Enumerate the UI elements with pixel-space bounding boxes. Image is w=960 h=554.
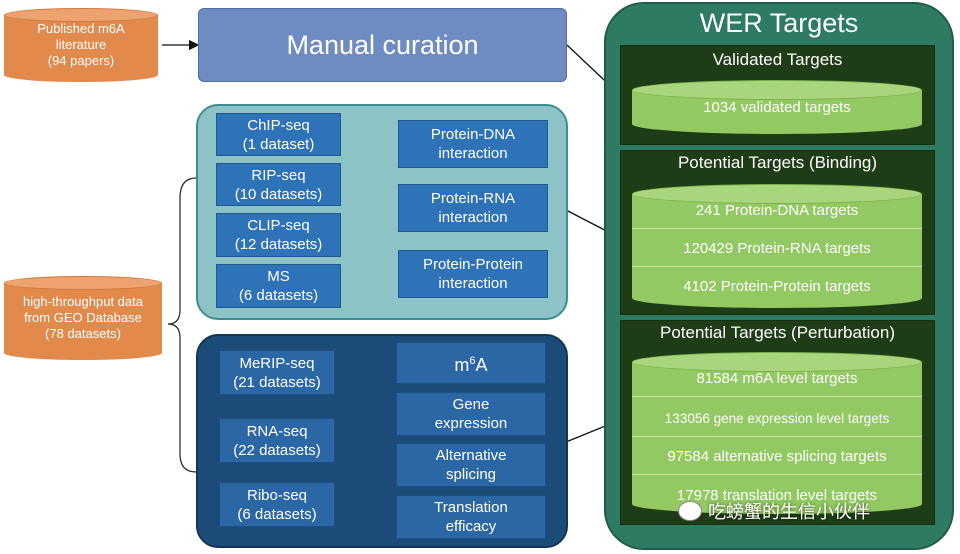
riboseq-label: Ribo-seq (6 datasets) xyxy=(237,486,317,523)
protein-rna-label: Protein-RNA interaction xyxy=(430,190,516,226)
alternative-splicing-targets: 97584 alternative splicing targets xyxy=(667,447,887,465)
binding-section-title: Potential Targets (Binding) xyxy=(677,153,878,172)
ms-dataset-box: MS (6 datasets) xyxy=(216,264,341,308)
literature-source-cylinder: Published m6A literature (94 papers) xyxy=(4,8,158,82)
clipseq-dataset-box: CLIP-seq (12 datasets) xyxy=(216,213,341,257)
manual-curation-box: Manual curation xyxy=(198,8,567,82)
alternative-splicing-label: Alternative splicing xyxy=(435,447,507,483)
perturbation-database xyxy=(632,352,922,514)
protein-protein-targets: 4102 Protein-Protein targets xyxy=(683,277,871,295)
protein-dna-interaction-box: Protein-DNA interaction xyxy=(398,120,548,168)
translation-level-targets: 17978 translation level targets xyxy=(676,486,878,504)
riboseq-dataset-box: Ribo-seq (6 datasets) xyxy=(219,482,335,527)
chipseq-label: ChIP-seq (1 dataset) xyxy=(242,116,315,153)
binding-divider xyxy=(632,228,922,229)
geo-source-cylinder: high-throughput data from GEO Database (… xyxy=(4,276,162,360)
ms-label: MS (6 datasets) xyxy=(238,268,319,304)
translation-efficacy-box: Translation efficacy xyxy=(396,495,546,539)
protein-protein-label: Protein-Protein interaction xyxy=(422,256,524,292)
perturbation-divider xyxy=(632,436,922,437)
watermark-text: 吃螃蟹的生信小伙伴 xyxy=(708,502,870,522)
manual-curation-label: Manual curation xyxy=(286,29,479,60)
protein-dna-label: Protein-DNA interaction xyxy=(430,126,516,162)
wechat-icon xyxy=(678,501,702,521)
gene-expression-box: Gene expression xyxy=(396,392,546,436)
alternative-splicing-box: Alternative splicing xyxy=(396,443,546,487)
ripseq-dataset-box: RIP-seq (10 datasets) xyxy=(216,163,341,206)
m6a-level-targets: 81584 m6A level targets xyxy=(696,369,858,387)
watermark: 吃螃蟹的生信小伙伴 xyxy=(678,498,870,524)
m6a-level-box: m6A xyxy=(396,342,546,384)
validated-database: 1034 validated targets xyxy=(632,80,922,134)
clipseq-label: CLIP-seq (12 datasets) xyxy=(234,217,323,253)
perturbation-divider xyxy=(632,474,922,475)
protein-rna-interaction-box: Protein-RNA interaction xyxy=(398,184,548,232)
wer-targets-title: WER Targets xyxy=(699,7,859,38)
rnaseq-dataset-box: RNA-seq (22 datasets) xyxy=(219,418,335,463)
literature-source-label: Published m6A literature (94 papers) xyxy=(37,21,125,68)
ripseq-label: RIP-seq (10 datasets) xyxy=(234,166,323,203)
gene-expression-targets: 133056 gene expression level targets xyxy=(664,410,890,426)
protein-dna-targets: 241 Protein-DNA targets xyxy=(695,201,859,219)
gene-expression-label: Gene expression xyxy=(434,396,508,432)
perturbation-divider xyxy=(632,396,922,397)
meripseq-dataset-box: MeRIP-seq (21 datasets) xyxy=(219,350,335,395)
translation-efficacy-label: Translation efficacy xyxy=(434,499,508,535)
binding-database xyxy=(632,184,922,308)
geo-source-label: high-throughput data from GEO Database (… xyxy=(23,294,143,341)
chipseq-dataset-box: ChIP-seq (1 dataset) xyxy=(216,113,341,156)
m6a-level-label: m6A xyxy=(454,354,488,375)
perturbation-section-title: Potential Targets (Perturbation) xyxy=(660,323,895,342)
validated-target-count: 1034 validated targets xyxy=(703,98,851,116)
curly-brace xyxy=(167,177,197,473)
validated-section-title: Validated Targets xyxy=(712,50,843,69)
protein-rna-targets: 120429 Protein-RNA targets xyxy=(683,239,871,257)
meripseq-label: MeRIP-seq (21 datasets) xyxy=(233,354,321,391)
protein-protein-interaction-box: Protein-Protein interaction xyxy=(398,250,548,298)
rnaseq-label: RNA-seq (22 datasets) xyxy=(233,422,321,459)
binding-divider xyxy=(632,266,922,267)
